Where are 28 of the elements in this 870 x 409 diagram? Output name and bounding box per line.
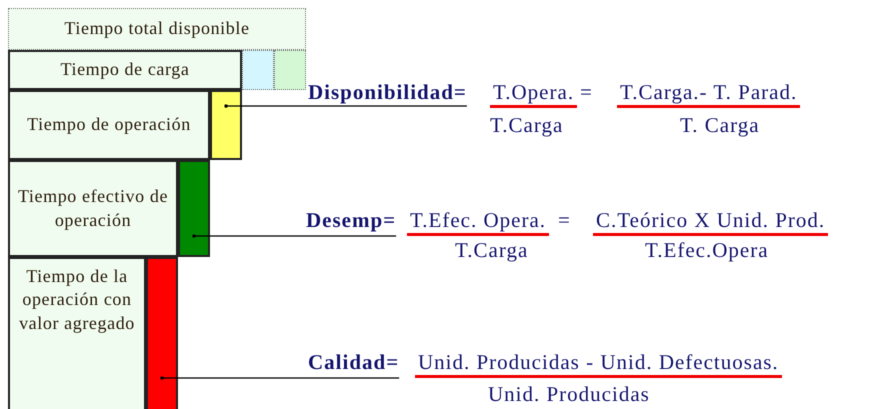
category-box: Tiempo de la operación con valor agregado bbox=[8, 257, 146, 409]
category-box: Tiempo de carga bbox=[8, 50, 242, 90]
color-bar bbox=[146, 257, 178, 409]
formula-text: = bbox=[558, 208, 571, 234]
formula-text: Unid. Producidas bbox=[488, 382, 650, 408]
color-block bbox=[242, 50, 274, 90]
color-bar bbox=[178, 160, 210, 257]
formula-text: T.Carga bbox=[490, 113, 564, 138]
formula-text: T.Efec.Opera bbox=[645, 238, 769, 264]
numerator-text: C.Teórico X Unid. Prod. bbox=[593, 208, 828, 236]
category-box: Tiempo total disponible bbox=[8, 8, 306, 50]
formula-name: Disponibilidad= bbox=[308, 80, 467, 106]
numerator-text: T.Carga.- T. Parad. bbox=[617, 80, 800, 108]
color-block bbox=[274, 50, 306, 90]
formula-text: T.Carga bbox=[455, 238, 528, 264]
numerator-text: T.Efec. Opera. bbox=[407, 208, 550, 236]
category-box: Tiempo efectivo de operación bbox=[8, 160, 178, 257]
leader-line bbox=[160, 376, 400, 380]
leader-line bbox=[192, 234, 396, 238]
formula-name: Desemp= bbox=[306, 208, 396, 236]
formula-text: = bbox=[580, 80, 593, 106]
numerator-text: Unid. Producidas - Unid. Defectuosas. bbox=[415, 350, 782, 378]
formula-text: T. Carga bbox=[680, 113, 760, 138]
color-bar bbox=[210, 90, 242, 160]
formula-name: Calidad= bbox=[308, 350, 400, 378]
numerator-text: T.Opera. bbox=[490, 80, 578, 108]
category-box: Tiempo de operación bbox=[8, 90, 210, 160]
leader-line bbox=[224, 104, 467, 108]
